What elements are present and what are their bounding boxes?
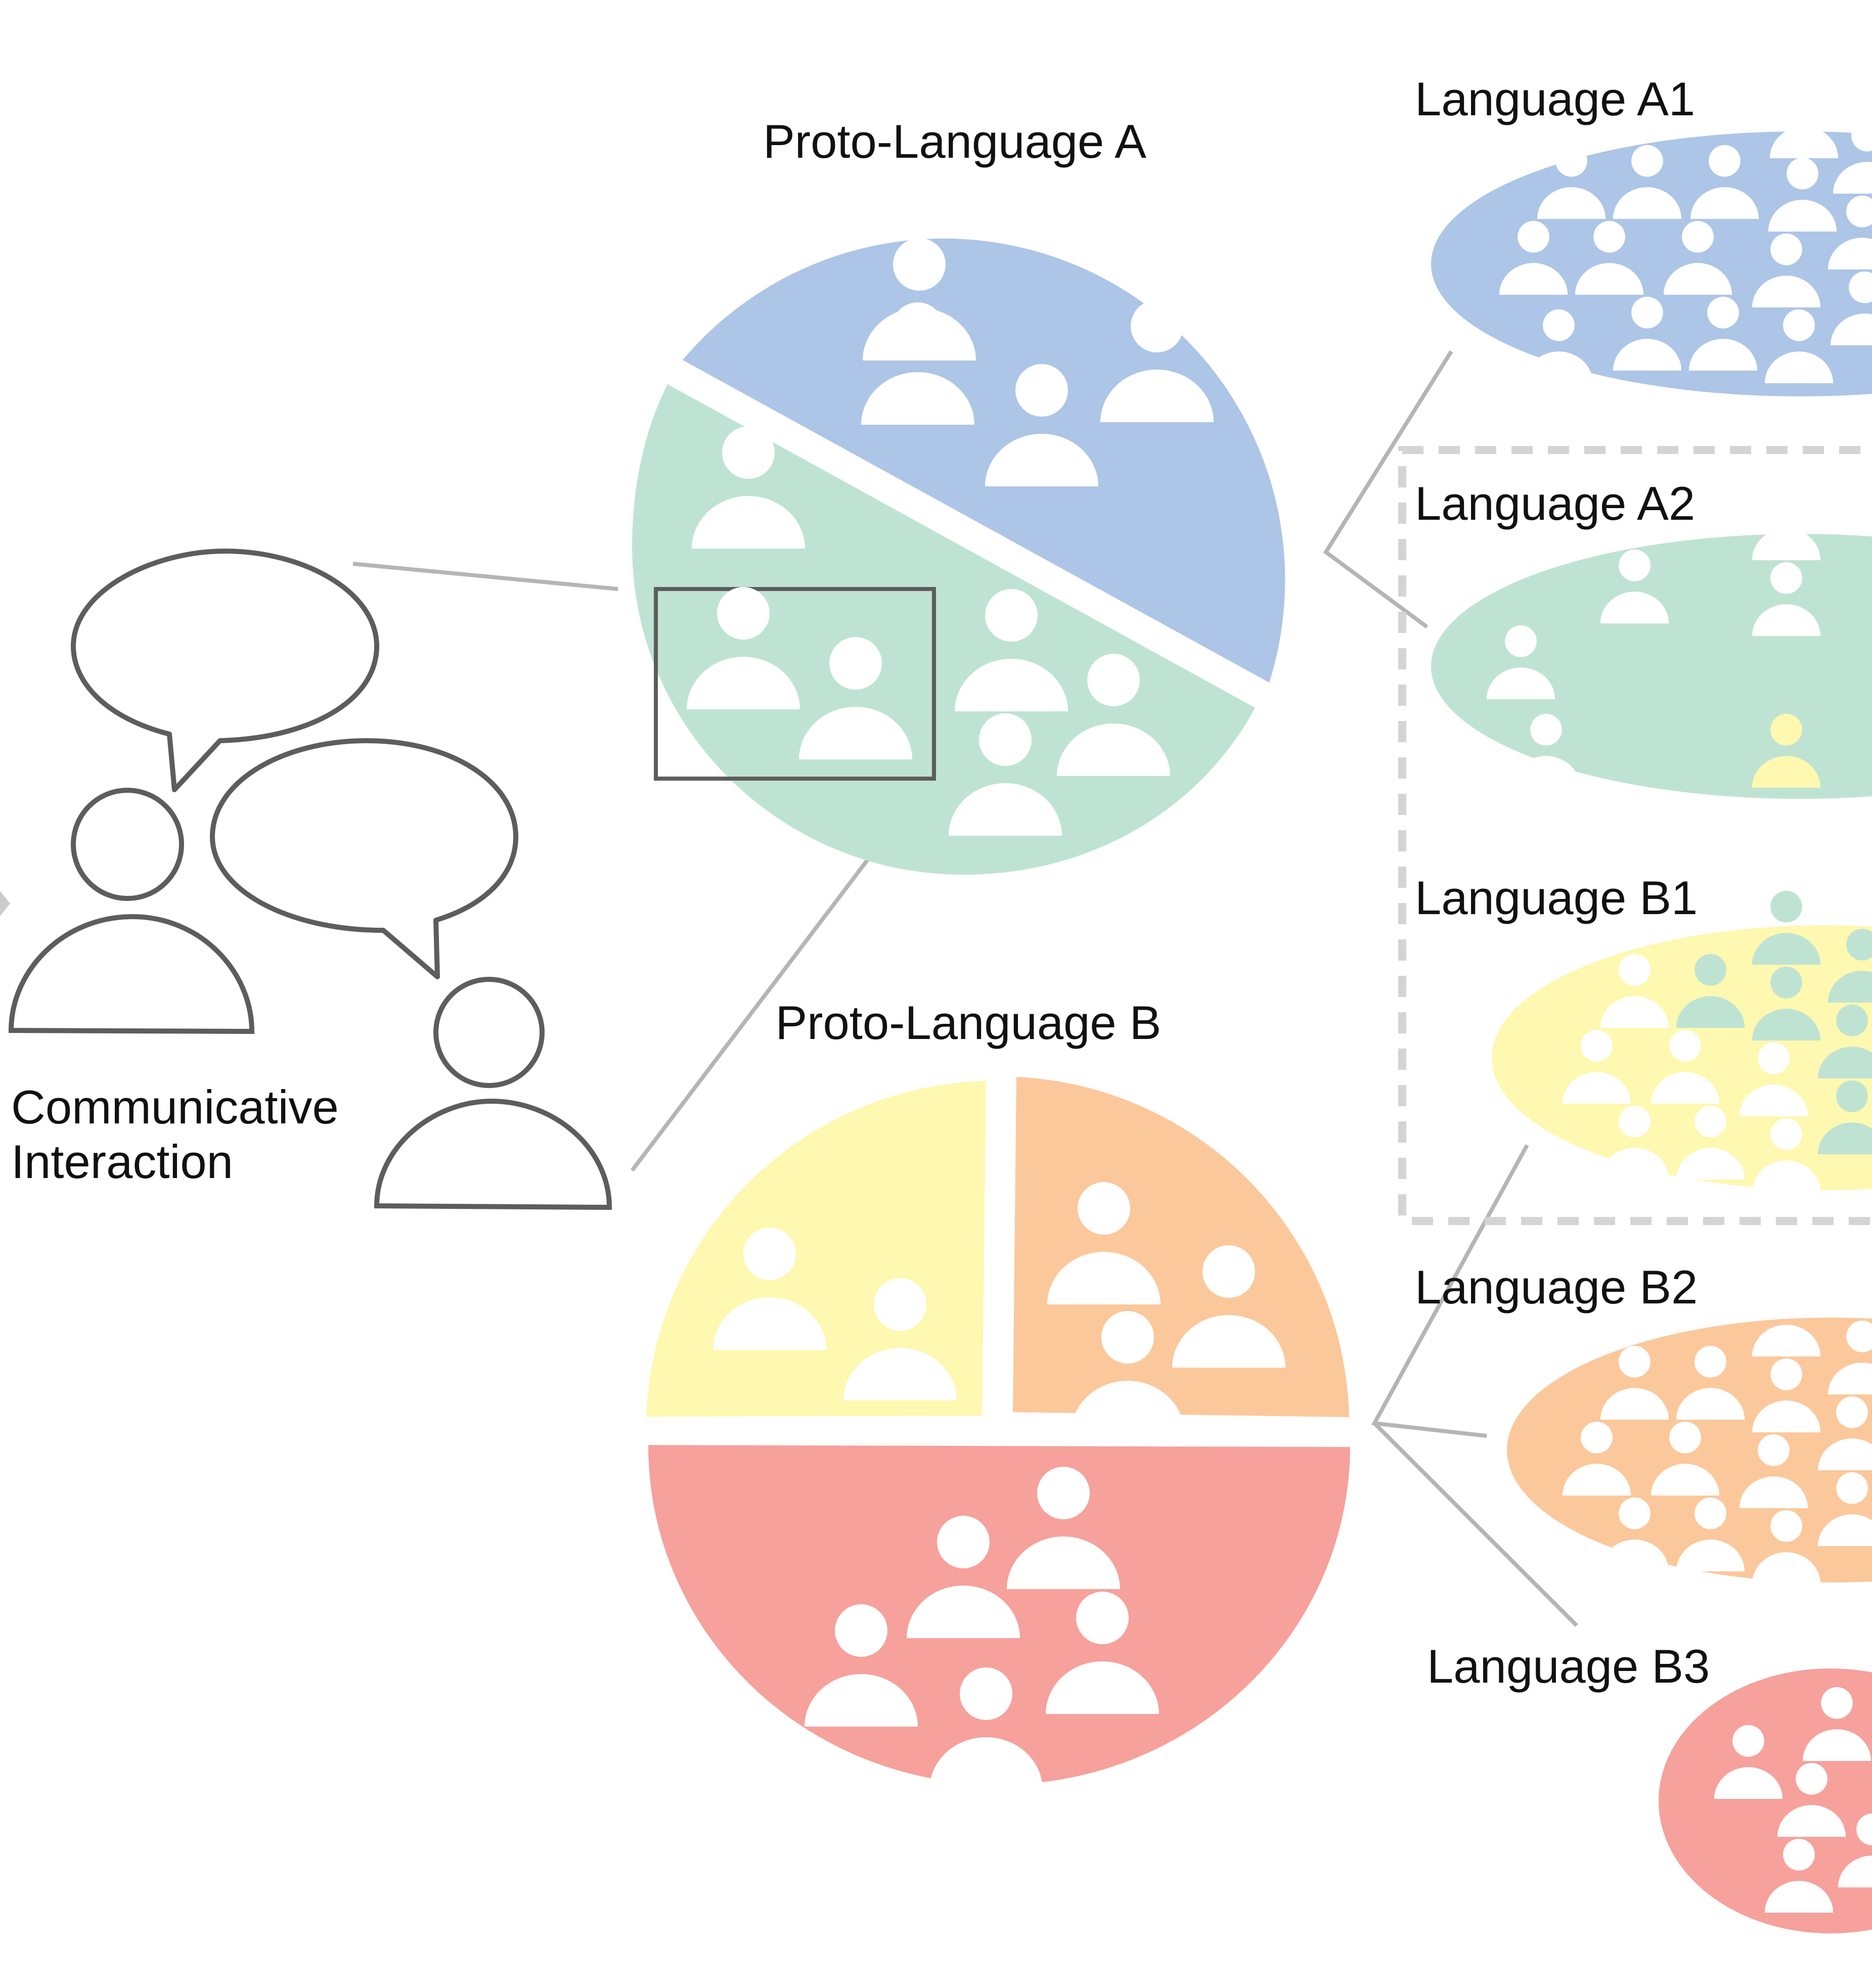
proto-language-a-label: Proto-Language A: [763, 115, 1146, 168]
connector-proto-b-to-b3: [1373, 1422, 1578, 1627]
speech-bubble-icon: [210, 738, 518, 979]
communicative-interaction-label: Communicative Interaction: [11, 1080, 352, 1188]
language-b2: Language B2: [1415, 1260, 1872, 1584]
language-b3-label: Language B3: [1427, 1640, 1710, 1693]
language-a2: Language A2: [1415, 477, 1872, 799]
language-a1-label: Language A1: [1415, 72, 1695, 125]
proto-language-b: Proto-Language B: [646, 996, 1350, 1790]
proto-language-a: Proto-Language A: [632, 115, 1285, 875]
language-a1-ellipse: [1431, 131, 1872, 396]
person-icon: [1752, 486, 1821, 560]
language-a1: Language A1: [1415, 72, 1872, 396]
connector-interaction-to-proto-a: [352, 562, 618, 591]
speech-bubble-icon: [71, 549, 379, 792]
person-icon: [374, 977, 612, 1210]
language-b3: Language B3: [1427, 1640, 1872, 1933]
person-icon: [8, 788, 255, 1034]
selection-box: [654, 587, 936, 781]
person-icon: [1769, 84, 1839, 158]
language-a2-label: Language A2: [1415, 477, 1695, 530]
language-b1: Language B1: [1415, 871, 1872, 1192]
communicative-interaction: Communicative Interaction: [8, 549, 612, 1210]
connector-interaction-to-proto-b: [630, 803, 911, 1172]
language-a2-ellipse: [1431, 534, 1872, 799]
dashed-grouping-box: [1398, 446, 1872, 1225]
connector-proto-a-to-a1-a2: [1323, 350, 1453, 629]
proto-language-b-label: Proto-Language B: [775, 996, 1161, 1049]
connector-lines: [352, 350, 1578, 1627]
language-b2-label: Language B2: [1415, 1260, 1698, 1314]
proto-a-blue-segment: [683, 238, 1285, 683]
left-edge-arrow-icon: [0, 891, 10, 916]
language-b1-label: Language B1: [1415, 871, 1698, 924]
